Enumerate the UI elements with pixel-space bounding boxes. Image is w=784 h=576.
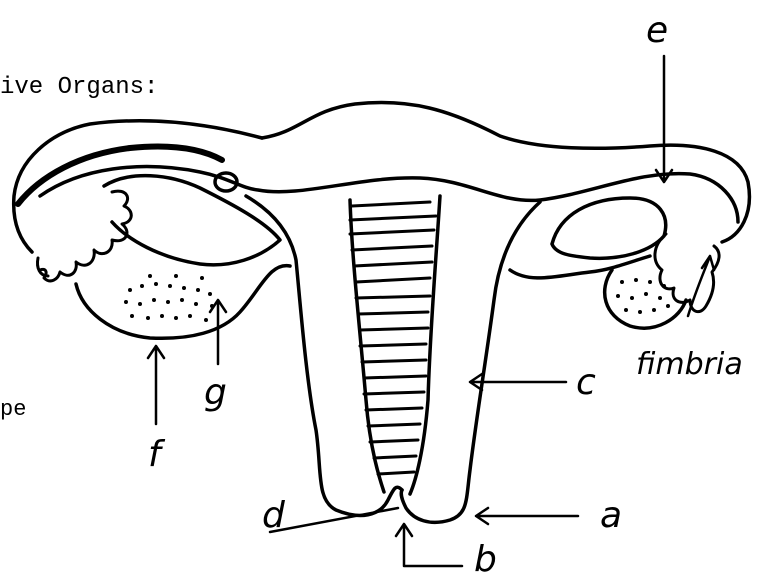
arrow-fimbria xyxy=(688,256,714,316)
left-tube-inner-thick xyxy=(18,147,222,205)
left-tube-outer xyxy=(14,121,262,252)
label-e: e xyxy=(646,10,668,51)
right-ovary-outline xyxy=(552,198,666,258)
label-a: a xyxy=(600,495,622,536)
label-g: g xyxy=(204,372,227,413)
arrow-f xyxy=(148,346,164,424)
label-b: b xyxy=(474,539,497,576)
arrow-d xyxy=(270,508,398,532)
label-d: d xyxy=(262,495,286,536)
right-ligament xyxy=(510,256,650,278)
left-ligament xyxy=(76,266,290,339)
uterus-right-wall xyxy=(401,202,540,522)
label-f: f xyxy=(148,434,166,475)
right-fimbriae xyxy=(655,234,719,312)
left-fimbriae xyxy=(40,191,131,281)
arrow-a xyxy=(476,508,578,524)
label-c: c xyxy=(576,362,596,403)
left-ovary-stipple xyxy=(124,274,214,322)
label-fimbria: fimbria xyxy=(636,347,743,382)
arrow-b xyxy=(396,524,462,566)
arrow-e xyxy=(656,56,672,182)
